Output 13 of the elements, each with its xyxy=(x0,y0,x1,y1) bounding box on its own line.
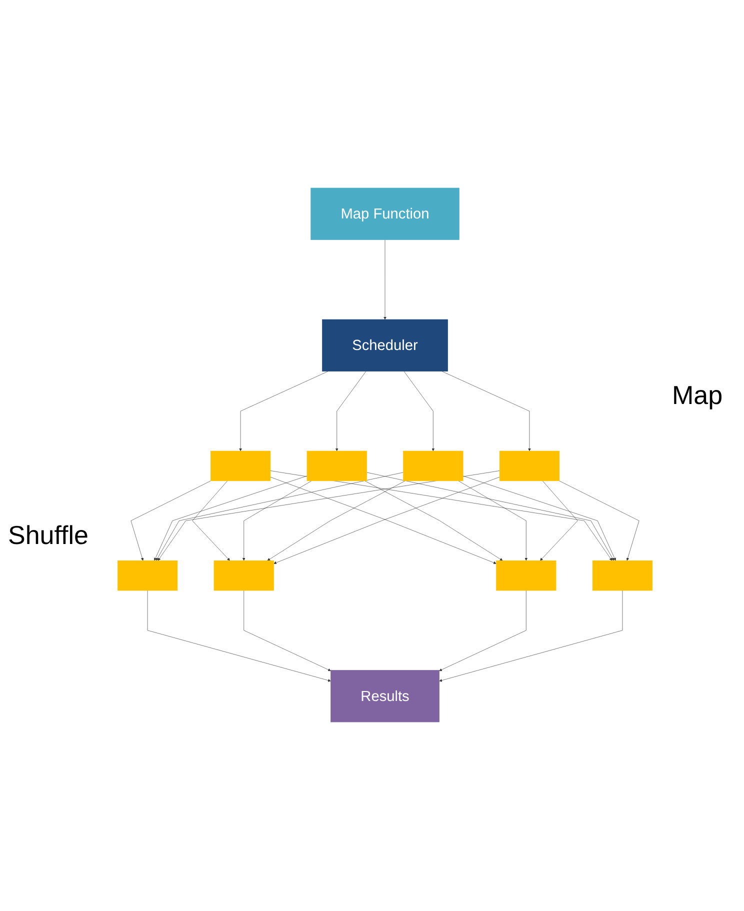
node-box xyxy=(118,560,178,591)
node-box xyxy=(210,450,271,482)
node-box: Results xyxy=(330,670,440,722)
node-box xyxy=(592,560,652,591)
node-box xyxy=(214,560,274,591)
annotation-label: Shuffle xyxy=(8,520,88,551)
node-box: Map Function xyxy=(310,188,460,240)
node-box xyxy=(306,450,367,482)
node-box xyxy=(403,450,464,482)
node-box xyxy=(496,560,556,591)
node-box xyxy=(499,450,560,482)
node-box: Scheduler xyxy=(322,319,448,372)
annotation-label: Map xyxy=(672,380,723,411)
